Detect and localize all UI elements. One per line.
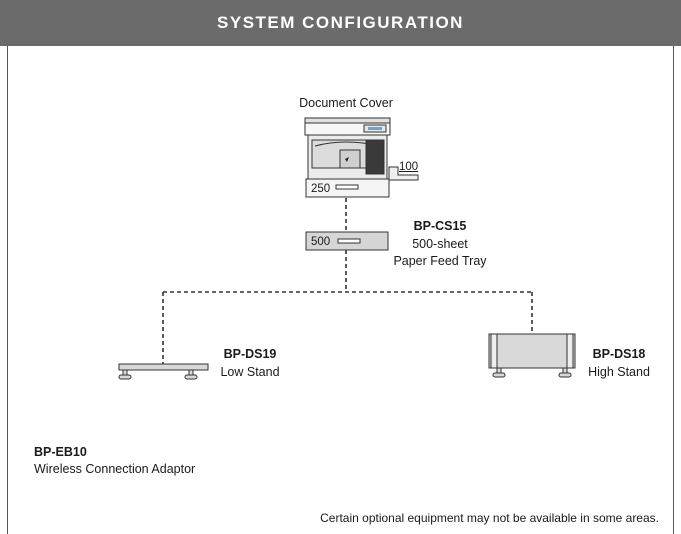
bypass-capacity-label: 100 <box>399 161 419 173</box>
high-stand-name: High Stand <box>588 365 650 379</box>
low-stand-name: Low Stand <box>220 365 280 379</box>
low-stand-icon <box>118 363 209 380</box>
paper-feed-tray-icon <box>305 231 389 251</box>
copier-icon <box>304 117 419 198</box>
low-stand-model: BP-DS19 <box>223 347 277 361</box>
feed-tray-desc-line2: Paper Feed Tray <box>393 254 487 268</box>
high-stand-icon <box>488 333 576 378</box>
high-stand-model: BP-DS18 <box>592 347 646 361</box>
feed-tray-desc-line1: 500-sheet <box>412 237 468 251</box>
header-title: SYSTEM CONFIGURATION <box>217 13 464 32</box>
main-tray-capacity-label: 250 <box>311 183 331 195</box>
feed-tray-capacity-label: 500 <box>311 236 331 248</box>
feed-tray-model: BP-CS15 <box>413 219 467 233</box>
document-cover-label: Document Cover <box>299 96 393 110</box>
adaptor-name: Wireless Connection Adaptor <box>34 462 196 476</box>
adaptor-model: BP-EB10 <box>34 445 87 459</box>
availability-footnote: Certain optional equipment may not be av… <box>320 511 659 525</box>
connector-lines <box>162 198 533 364</box>
header-bar: SYSTEM CONFIGURATION <box>0 0 681 46</box>
